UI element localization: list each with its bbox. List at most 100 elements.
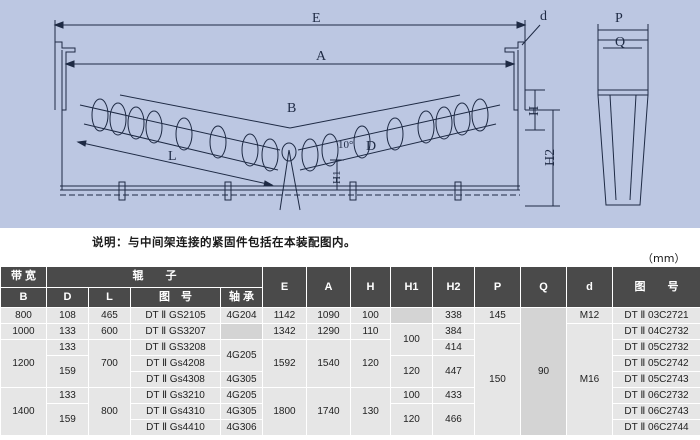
cell: DT Ⅱ GS3208 bbox=[130, 339, 221, 356]
header-belt-width-sym: B bbox=[0, 286, 47, 308]
cell: 145 bbox=[474, 307, 521, 324]
label-B: B bbox=[287, 101, 296, 116]
cell: DT Ⅱ 03C2721 bbox=[612, 307, 700, 324]
base-frame bbox=[60, 50, 520, 211]
label-A: A bbox=[316, 49, 327, 64]
cell: DT Ⅱ Gs3210 bbox=[130, 387, 221, 404]
cell: 120 bbox=[390, 355, 433, 388]
cell: 1142 bbox=[262, 307, 307, 324]
label-D: D bbox=[366, 139, 376, 154]
table-row: 800 108 465 DT Ⅱ GS2105 4G204 1142 1090 … bbox=[0, 307, 700, 436]
assembly-drawing-svg: E A B L D 10° d P Q H H1 H2 bbox=[53, 9, 649, 211]
cell: DT Ⅱ 06C2732 bbox=[612, 387, 700, 404]
center-cap bbox=[281, 142, 297, 162]
cell: 1200 bbox=[0, 339, 47, 388]
label-d: d bbox=[540, 9, 547, 24]
table-row: 1200 133 700 DT Ⅱ GS3208 4G205 1592 1540… bbox=[0, 339, 700, 388]
label-Q: Q bbox=[615, 35, 625, 50]
header-H: H bbox=[350, 266, 391, 308]
cell: 133 bbox=[46, 339, 89, 356]
cell: 1740 bbox=[306, 387, 351, 436]
header-P: P bbox=[474, 266, 521, 308]
table-row: DT Ⅱ Gs4410 4G306 DT Ⅱ 06C2744 bbox=[1, 419, 700, 436]
cell: 384 bbox=[432, 323, 475, 340]
cell: 1800 bbox=[262, 387, 307, 436]
assembly-drawing: E A B L D 10° d P Q H H1 H2 bbox=[0, 0, 700, 228]
header-H2: H2 bbox=[432, 266, 475, 308]
cell bbox=[220, 323, 263, 340]
cell: 120 bbox=[350, 339, 391, 388]
cell: DT Ⅱ 05C2732 bbox=[612, 339, 700, 356]
left-roller bbox=[79, 98, 281, 172]
side-view bbox=[597, 24, 649, 206]
cell: 700 bbox=[88, 339, 131, 388]
cell: 90 bbox=[520, 307, 567, 436]
label-P: P bbox=[615, 11, 623, 26]
cell: 1342 bbox=[262, 323, 307, 340]
cell: 100 bbox=[390, 323, 433, 356]
cell: M16 bbox=[566, 323, 613, 436]
cell: DT Ⅱ 05C2743 bbox=[612, 371, 700, 388]
cell: 800 bbox=[0, 307, 47, 324]
right-bracket bbox=[504, 41, 526, 111]
cell: 130 bbox=[350, 387, 391, 436]
cell: 466 bbox=[432, 403, 475, 436]
header-A: A bbox=[306, 266, 351, 308]
header-belt-width: 带 宽 bbox=[0, 266, 47, 288]
table-row: 1400 133 800 DT Ⅱ Gs3210 4G205 1800 1740… bbox=[0, 387, 700, 436]
cell: DT Ⅱ 06C2744 bbox=[612, 419, 700, 436]
table-row: DT Ⅱ Gs4308 4G305 DT Ⅱ 05C2743 bbox=[1, 371, 700, 388]
cell: 4G305 bbox=[220, 403, 263, 420]
dimension-H1 bbox=[330, 159, 344, 190]
cell: 1290 bbox=[306, 323, 351, 340]
cell: 108 bbox=[46, 307, 89, 324]
label-H1: H1 bbox=[331, 171, 343, 184]
cell: M12 bbox=[566, 307, 613, 324]
header-Q: Q bbox=[520, 266, 567, 308]
dimension-E bbox=[53, 20, 527, 42]
cell: 133 bbox=[46, 387, 89, 404]
cell: 120 bbox=[390, 403, 433, 436]
table-row: 1000 133 600 DT Ⅱ GS3207 1342 1290 110 1… bbox=[0, 323, 700, 436]
header-frame-drawing-no: 图 号 bbox=[612, 266, 700, 308]
cell: 414 bbox=[432, 339, 475, 356]
cell: 4G204 bbox=[220, 307, 263, 324]
spec-table: 带 宽 辊 子 E A H H1 H2 P Q d 图 号 B D L 图 号 … bbox=[0, 266, 700, 436]
cell: 4G205 bbox=[220, 387, 263, 404]
dimension-H2 bbox=[525, 109, 560, 207]
header-roller-group: 辊 子 bbox=[46, 266, 263, 288]
cell: DT Ⅱ 05C2742 bbox=[612, 355, 700, 372]
cell: 1090 bbox=[306, 307, 351, 324]
cell: DT Ⅱ GS2105 bbox=[130, 307, 221, 324]
cell: DT Ⅱ 06C2743 bbox=[612, 403, 700, 420]
header-D: D bbox=[46, 286, 89, 308]
header-bearing: 轴 承 bbox=[220, 286, 263, 308]
cell: 159 bbox=[46, 403, 89, 436]
label-angle: 10° bbox=[338, 139, 353, 151]
cell: DT Ⅱ 04C2732 bbox=[612, 323, 700, 340]
unit-label: （mm） bbox=[642, 252, 686, 265]
cell: 1592 bbox=[262, 339, 307, 388]
cell: DT Ⅱ Gs4308 bbox=[130, 371, 221, 388]
dimension-B bbox=[119, 94, 461, 129]
cell: 110 bbox=[350, 323, 391, 340]
dimension-A bbox=[64, 60, 516, 68]
cell: 159 bbox=[46, 355, 89, 388]
cell: 100 bbox=[350, 307, 391, 324]
cell: 100 bbox=[390, 387, 433, 404]
table-row: 159 DT Ⅱ Gs4310 4G305 120 466 DT Ⅱ 06C27… bbox=[1, 403, 700, 436]
cell: DT Ⅱ Gs4410 bbox=[130, 419, 221, 436]
header-drawing-no: 图 号 bbox=[130, 286, 221, 308]
label-E: E bbox=[312, 11, 321, 26]
label-H: H bbox=[527, 106, 542, 116]
cell: 4G205 bbox=[220, 339, 263, 372]
header-E: E bbox=[262, 266, 307, 308]
cell: 338 bbox=[432, 307, 475, 324]
label-L: L bbox=[168, 149, 177, 164]
assembly-note: 说明：与中间架连接的紧固件包括在本装配图内。 bbox=[92, 235, 356, 249]
cell: 800 bbox=[88, 387, 131, 436]
cell: 600 bbox=[88, 323, 131, 340]
cell: 4G306 bbox=[220, 419, 263, 436]
cell: 1000 bbox=[0, 323, 47, 340]
dimension-d bbox=[521, 24, 541, 46]
